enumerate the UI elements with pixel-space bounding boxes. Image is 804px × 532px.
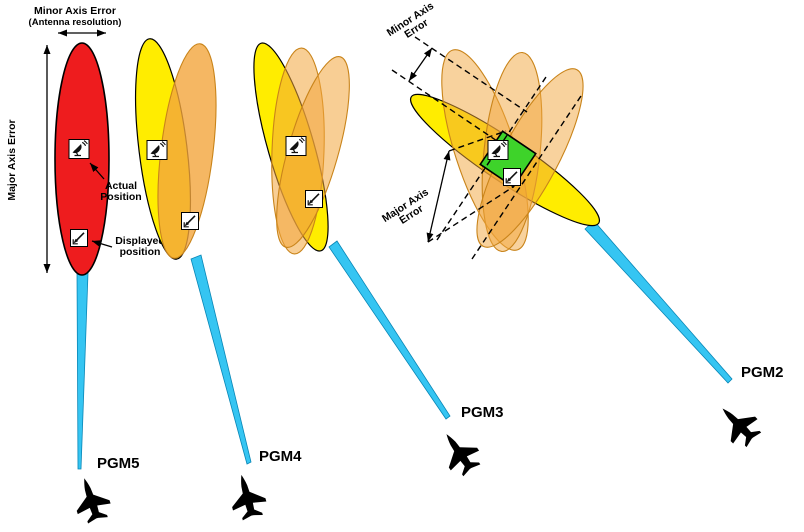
major-axis-right-arrow bbox=[426, 150, 451, 243]
displayed-position-icon bbox=[180, 211, 200, 231]
actual-position-icon bbox=[285, 135, 307, 157]
dashed-line-minor-upper bbox=[414, 36, 528, 113]
minor-axis-right-arrow bbox=[408, 47, 433, 82]
pgm3-aircraft-icon bbox=[432, 424, 486, 481]
major-axis-right-label: Major Axis Error bbox=[380, 186, 431, 227]
displayed-position-label-line2: position bbox=[120, 246, 161, 258]
minor-axis-subtitle: (Antenna resolution) bbox=[29, 17, 122, 28]
pgm3-group: PGM3 bbox=[253, 42, 504, 481]
minor-axis-title: Minor Axis Error bbox=[34, 5, 116, 17]
minor-axis-right-label: Minor Axis Error bbox=[385, 0, 436, 41]
actual-position-label-line2: Position bbox=[100, 191, 141, 203]
pgm2-label: PGM2 bbox=[741, 364, 784, 381]
actual-position-label-line1: Actual bbox=[105, 180, 137, 192]
pgm5-label: PGM5 bbox=[97, 455, 140, 472]
pgm4-aircraft-icon bbox=[224, 470, 270, 523]
displayed-position-icon bbox=[502, 167, 522, 187]
pgm3-label: PGM3 bbox=[461, 404, 504, 421]
displayed-position-icon bbox=[304, 189, 324, 209]
pgm4-label: PGM4 bbox=[259, 448, 302, 465]
sensor-beam-pgm4 bbox=[190, 254, 252, 465]
displayed-position-label-line1: Displayed bbox=[115, 235, 165, 247]
dashed-bracket-top bbox=[448, 130, 507, 152]
pgm5-aircraft-icon bbox=[67, 472, 115, 526]
major-axis-left-label: Major Axis Error bbox=[6, 119, 18, 200]
dashed-line-cross-left bbox=[436, 73, 549, 241]
displayed-position-icon bbox=[69, 228, 89, 248]
dashed-line-minor-lower bbox=[391, 69, 501, 144]
actual-position-icon bbox=[68, 138, 90, 160]
pgm5-group: Minor Axis Error (Antenna resolution) Ma… bbox=[6, 5, 165, 526]
pgm2-group: Minor Axis Error Major Axis Error PGM2 bbox=[380, 0, 784, 453]
dashed-line-cross-right bbox=[471, 92, 584, 260]
pgm2-aircraft-icon bbox=[710, 396, 767, 453]
actual-position-pointer-arrow bbox=[89, 162, 105, 180]
actual-position-icon bbox=[487, 139, 509, 161]
sensor-beam-pgm3 bbox=[328, 240, 451, 420]
actual-position-icon bbox=[146, 139, 168, 161]
dashed-bracket-bottom bbox=[427, 186, 514, 243]
sensor-beam-pgm5 bbox=[76, 272, 89, 470]
displayed-position-pointer-arrow bbox=[91, 240, 113, 248]
pgm4-group: PGM4 bbox=[135, 38, 302, 523]
sensor-beam-pgm2 bbox=[584, 220, 733, 384]
